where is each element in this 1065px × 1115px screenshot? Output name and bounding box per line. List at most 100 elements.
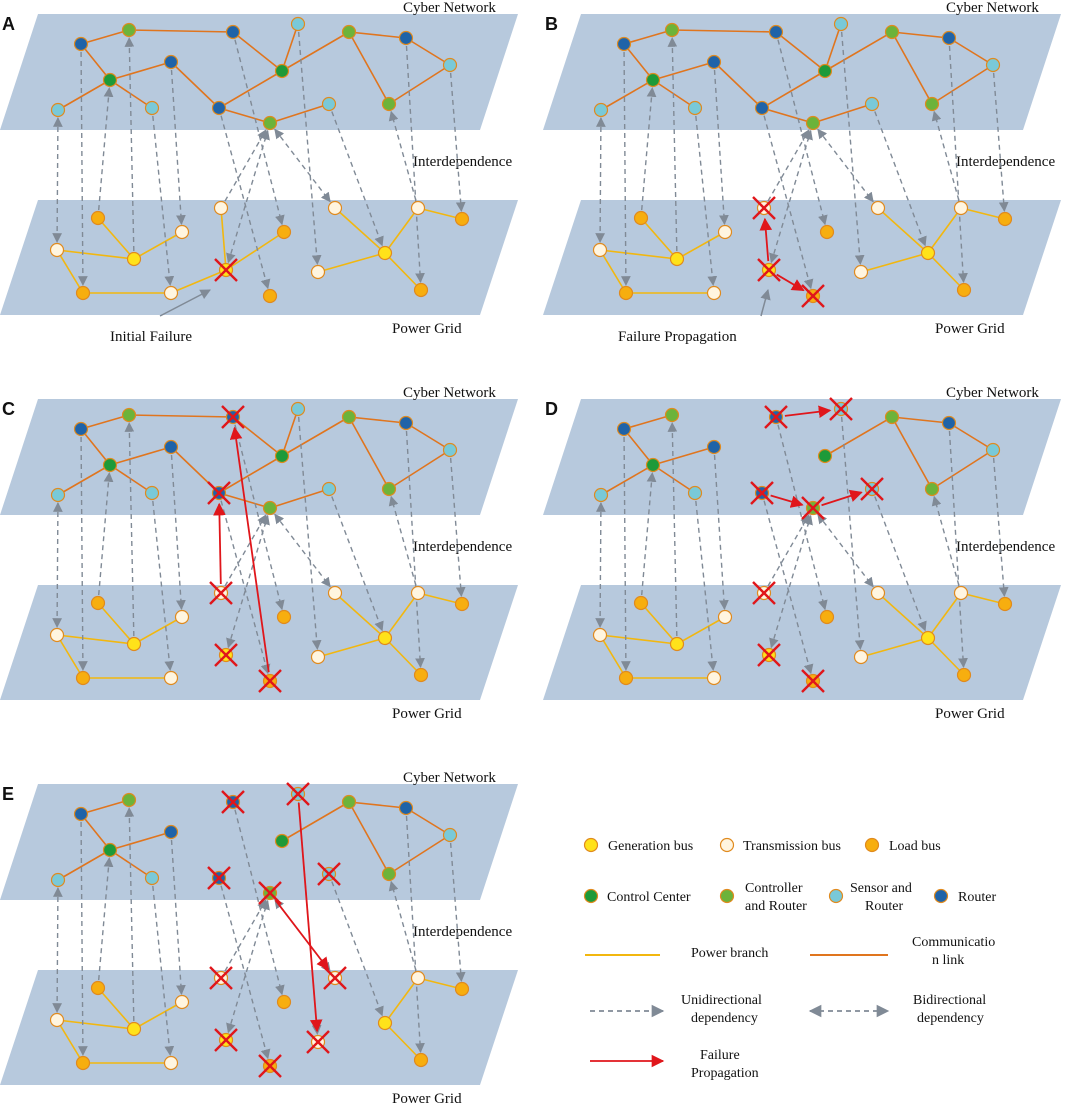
cyber-node-controller-router: [664, 407, 680, 423]
failure-cross-icon: [757, 643, 781, 667]
failure-cross-icon: [209, 966, 233, 990]
cyber-node-control-center: [102, 457, 118, 473]
comm-link: [623, 29, 673, 45]
power-branch: [97, 217, 135, 260]
comm-link: [824, 23, 842, 72]
comm-link: [281, 408, 299, 457]
unidirectional-dependency: [331, 881, 384, 1017]
failure-propagation-arrow: [821, 489, 863, 507]
comm-link: [80, 43, 111, 81]
legend-router-icon: [933, 888, 949, 904]
power-node-transmission: [163, 285, 179, 301]
comm-link: [57, 849, 111, 881]
comm-link: [891, 416, 950, 424]
comm-link: [80, 813, 111, 851]
power-node-load: [90, 210, 106, 226]
power-node-load: [90, 595, 106, 611]
cyber-node-sensor-router: [50, 872, 66, 888]
power-node-transmission: [163, 1055, 179, 1071]
cyber-node-control-center: [274, 833, 290, 849]
unidirectional-dependency: [405, 430, 425, 668]
cyber-node-control-center: [274, 448, 290, 464]
cyber-node-sensor-router: [442, 442, 458, 458]
power-node-load: [454, 211, 470, 227]
comm-link: [388, 449, 451, 490]
failure-cross-icon: [258, 1054, 282, 1078]
comm-link: [948, 422, 994, 451]
power-node-load: [997, 211, 1013, 227]
power-branch: [384, 592, 419, 639]
cyber-node-controller-router: [262, 115, 278, 131]
legend-router-label: Router: [958, 890, 996, 905]
power-node-generation: [377, 1015, 393, 1031]
failure-cross-icon: [752, 196, 776, 220]
power-node-transmission: [410, 200, 426, 216]
cyber-node-control-center: [817, 63, 833, 79]
power-node-load: [618, 285, 634, 301]
comm-link: [775, 31, 826, 72]
annotation-arrow: [760, 288, 771, 317]
power-branch: [599, 634, 678, 645]
unidirectional-dependency: [640, 471, 657, 596]
cyber-node-router: [941, 30, 957, 46]
power-node-load: [956, 282, 972, 298]
unidirectional-dependency: [331, 111, 384, 247]
bidirectional-dependency: [274, 128, 331, 203]
cyber-node-control-center: [274, 63, 290, 79]
power-node-generation: [126, 1021, 142, 1037]
cyber-node-router: [754, 100, 770, 116]
comm-link: [57, 464, 111, 496]
comm-link: [761, 107, 814, 124]
failure-cross-icon: [860, 477, 884, 501]
power-branch: [640, 602, 678, 645]
comm-link: [652, 61, 715, 81]
cyber-network-label: Cyber Network: [403, 385, 496, 401]
power-branch: [133, 616, 183, 645]
legend-control-center-icon: [583, 888, 599, 904]
bidirectional-dependency: [817, 513, 874, 588]
comm-link: [348, 31, 407, 39]
comm-link: [128, 414, 234, 418]
unidirectional-dependency: [331, 496, 384, 632]
bidirectional-dependency: [769, 514, 813, 649]
failure-cross-icon: [306, 1030, 330, 1054]
failure-cross-icon: [221, 405, 245, 429]
cyber-network-label: Cyber Network: [403, 770, 496, 786]
unidirectional-dependency: [405, 815, 425, 1053]
power-branch: [927, 207, 962, 254]
failure-cross-icon: [752, 581, 776, 605]
power-branch: [317, 637, 386, 658]
interdependence-label: Interdependence: [413, 924, 512, 940]
cyber-node-controller-router: [924, 481, 940, 497]
failure-cross-icon: [750, 481, 774, 505]
comm-link: [281, 31, 350, 72]
cyber-node-control-center: [645, 72, 661, 88]
legend-generation-bus-label: Generation bus: [608, 839, 693, 854]
power-node-transmission: [410, 585, 426, 601]
failure-cross-icon: [323, 966, 347, 990]
cyber-node-sensor-router: [144, 485, 160, 501]
power-branch: [56, 634, 135, 645]
bidirectional-dependency: [817, 128, 874, 203]
comm-link: [348, 31, 390, 105]
cyber-node-router: [73, 36, 89, 52]
comm-link: [109, 446, 172, 466]
cyber-node-router: [768, 24, 784, 40]
failure-cross-icon: [214, 1028, 238, 1052]
cyber-node-router: [225, 24, 241, 40]
unidirectional-dependency: [297, 416, 322, 651]
power-node-load: [454, 596, 470, 612]
power-branch: [927, 637, 965, 676]
legend-bidirectional-label-1: Bidirectional: [913, 993, 986, 1008]
bidirectional-dependency: [226, 514, 270, 649]
panel-letter: E: [2, 784, 14, 804]
comm-link: [948, 37, 994, 66]
failure-cross-icon: [214, 258, 238, 282]
cyber-node-router: [398, 415, 414, 431]
comm-link: [931, 449, 994, 490]
interdependence-label: Interdependence: [413, 154, 512, 170]
unidirectional-dependency: [840, 416, 865, 651]
unidirectional-dependency: [234, 39, 285, 226]
cyber-node-control-center: [645, 457, 661, 473]
power-node-transmission: [410, 970, 426, 986]
